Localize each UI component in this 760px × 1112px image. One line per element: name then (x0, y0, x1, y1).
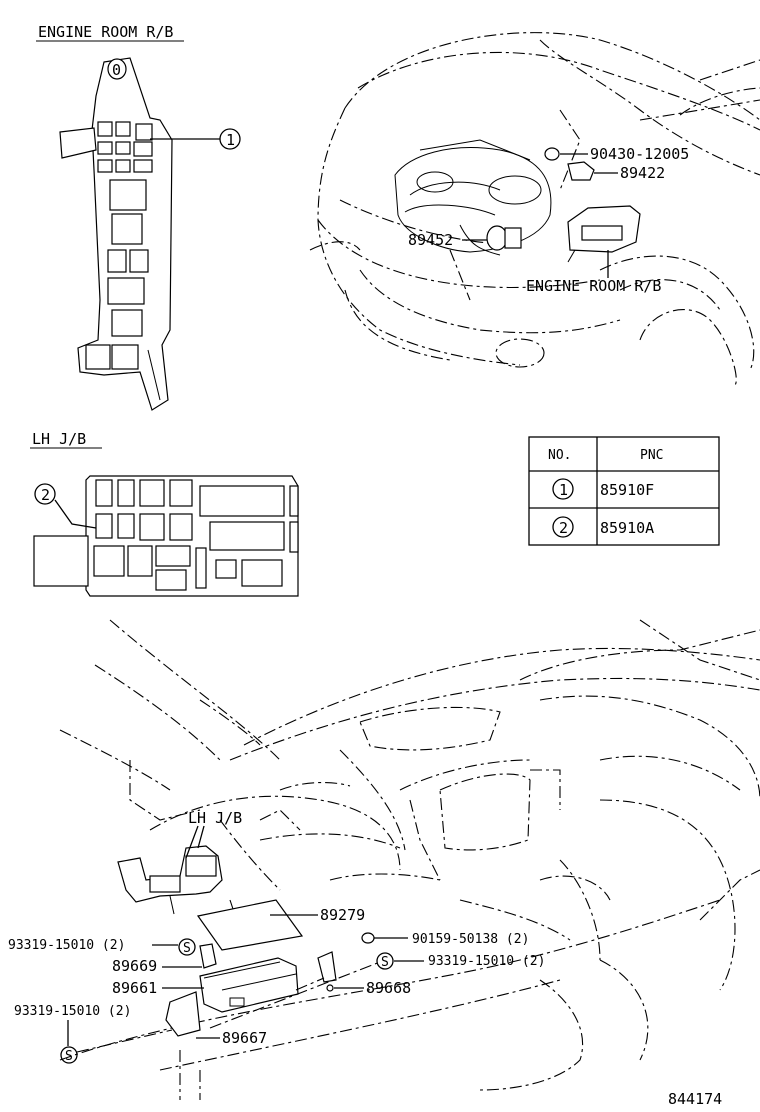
screw-symbol-right: S (381, 955, 389, 970)
part-89279: 89279 (320, 906, 365, 924)
ecu-89661 (199, 957, 299, 1013)
lh-jb-title: LH J/B (32, 430, 86, 448)
part-90159-50138: 90159-50138 (2) (412, 932, 529, 947)
table-row-2-pnc: 85910A (600, 519, 654, 537)
bracket-89669 (199, 943, 217, 969)
instrument-panel-outline (59, 619, 760, 1100)
relay-89422 (567, 161, 595, 181)
table-header-no: NO. (548, 448, 571, 463)
bolt-90159-50138 (361, 932, 375, 944)
part-93319-15010-left: 93319-15010 (2) (8, 938, 125, 953)
table-row-2-no: 2 (559, 519, 568, 537)
lh-junction-block (33, 475, 299, 597)
pnc-table: NO. PNC 1 85910F 2 85910A (528, 436, 720, 546)
engine-room-rb-callout: ENGINE ROOM R/B (526, 277, 661, 295)
part-89668: 89668 (366, 979, 411, 997)
bolt-90430-12005 (544, 147, 560, 161)
sensor-89452 (486, 225, 522, 251)
diagram-id: 844174 (668, 1090, 722, 1108)
engine-room-rb-box (567, 205, 641, 263)
part-90430-12005: 90430-12005 (590, 145, 689, 163)
part-89452: 89452 (408, 231, 453, 249)
fuse-box-marker-0: 0 (112, 61, 121, 79)
part-89661: 89661 (112, 979, 157, 997)
engine-assembly (394, 139, 552, 256)
lh-jb-installed (117, 845, 223, 915)
engine-room-relay-block: 0 (59, 57, 173, 411)
ecu-cover-89279 (196, 899, 304, 951)
engine-rb-marker-1: 1 (226, 131, 235, 149)
vehicle-front-outline (309, 32, 760, 386)
part-93319-15010-lower: 93319-15010 (2) (14, 1004, 131, 1019)
part-89669: 89669 (112, 957, 157, 975)
part-93319-15010-right: 93319-15010 (2) (428, 954, 545, 969)
bracket-89668 (317, 951, 337, 992)
table-row-1-pnc: 85910F (600, 481, 654, 499)
table-header-pnc: PNC (640, 448, 663, 463)
bracket-89667 (165, 991, 201, 1037)
screw-symbol-left: S (183, 941, 191, 956)
part-89422: 89422 (620, 164, 665, 182)
lh-jb-callout: LH J/B (188, 809, 242, 827)
lh-jb-marker-2: 2 (41, 486, 50, 504)
screw-symbol-lower: S (65, 1049, 73, 1064)
table-row-1-no: 1 (559, 481, 568, 499)
engine-room-rb-title: ENGINE ROOM R/B (38, 23, 173, 41)
part-89667: 89667 (222, 1029, 267, 1047)
